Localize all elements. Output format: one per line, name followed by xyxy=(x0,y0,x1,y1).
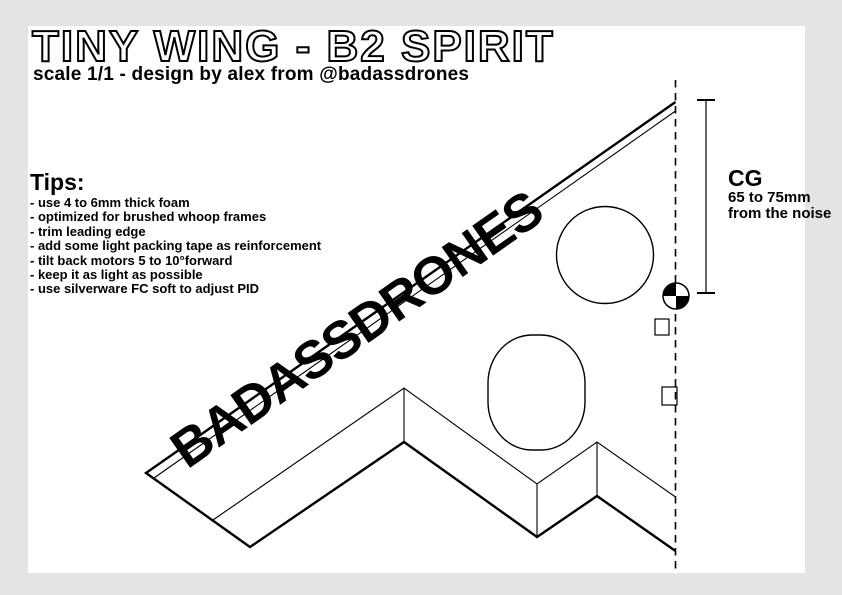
tip-item: - use 4 to 6mm thick foam xyxy=(30,195,190,210)
leading-edge-trim-line xyxy=(153,110,676,479)
page-subtitle: scale 1/1 - design by alex from @badassd… xyxy=(33,64,470,85)
slot-rect-lower xyxy=(661,386,678,406)
tip-item: - add some light packing tape as reinfor… xyxy=(30,238,322,254)
tip-item: - optimized for brushed whoop frames xyxy=(30,209,267,225)
tips-heading: Tips: xyxy=(30,169,85,195)
page-title: TINY WING - B2 SPIRIT xyxy=(31,21,555,72)
upper-cutout-circle xyxy=(555,205,655,305)
tip-item: - tilt back motors 5 to 10°forward xyxy=(30,252,233,268)
cg-annotation: CG 65 to 75mm from the noise xyxy=(728,166,831,221)
cg-reference: from the noise xyxy=(728,204,832,222)
tips-block: Tips: - use 4 to 6mm thick foam - optimi… xyxy=(30,170,321,297)
slot-rect-upper xyxy=(654,318,670,336)
tip-item: - keep it as light as possible xyxy=(30,267,203,283)
tip-item: - use silverware FC soft to adjust PID xyxy=(30,281,259,297)
lower-cutout-rounded xyxy=(487,334,586,451)
tip-item: - trim leading edge xyxy=(30,223,146,239)
sawtooth-connector-lines xyxy=(403,388,598,537)
cg-range: 65 to 75mm xyxy=(728,189,811,206)
cg-marker-icon xyxy=(662,282,690,310)
cg-heading: CG xyxy=(728,165,763,191)
